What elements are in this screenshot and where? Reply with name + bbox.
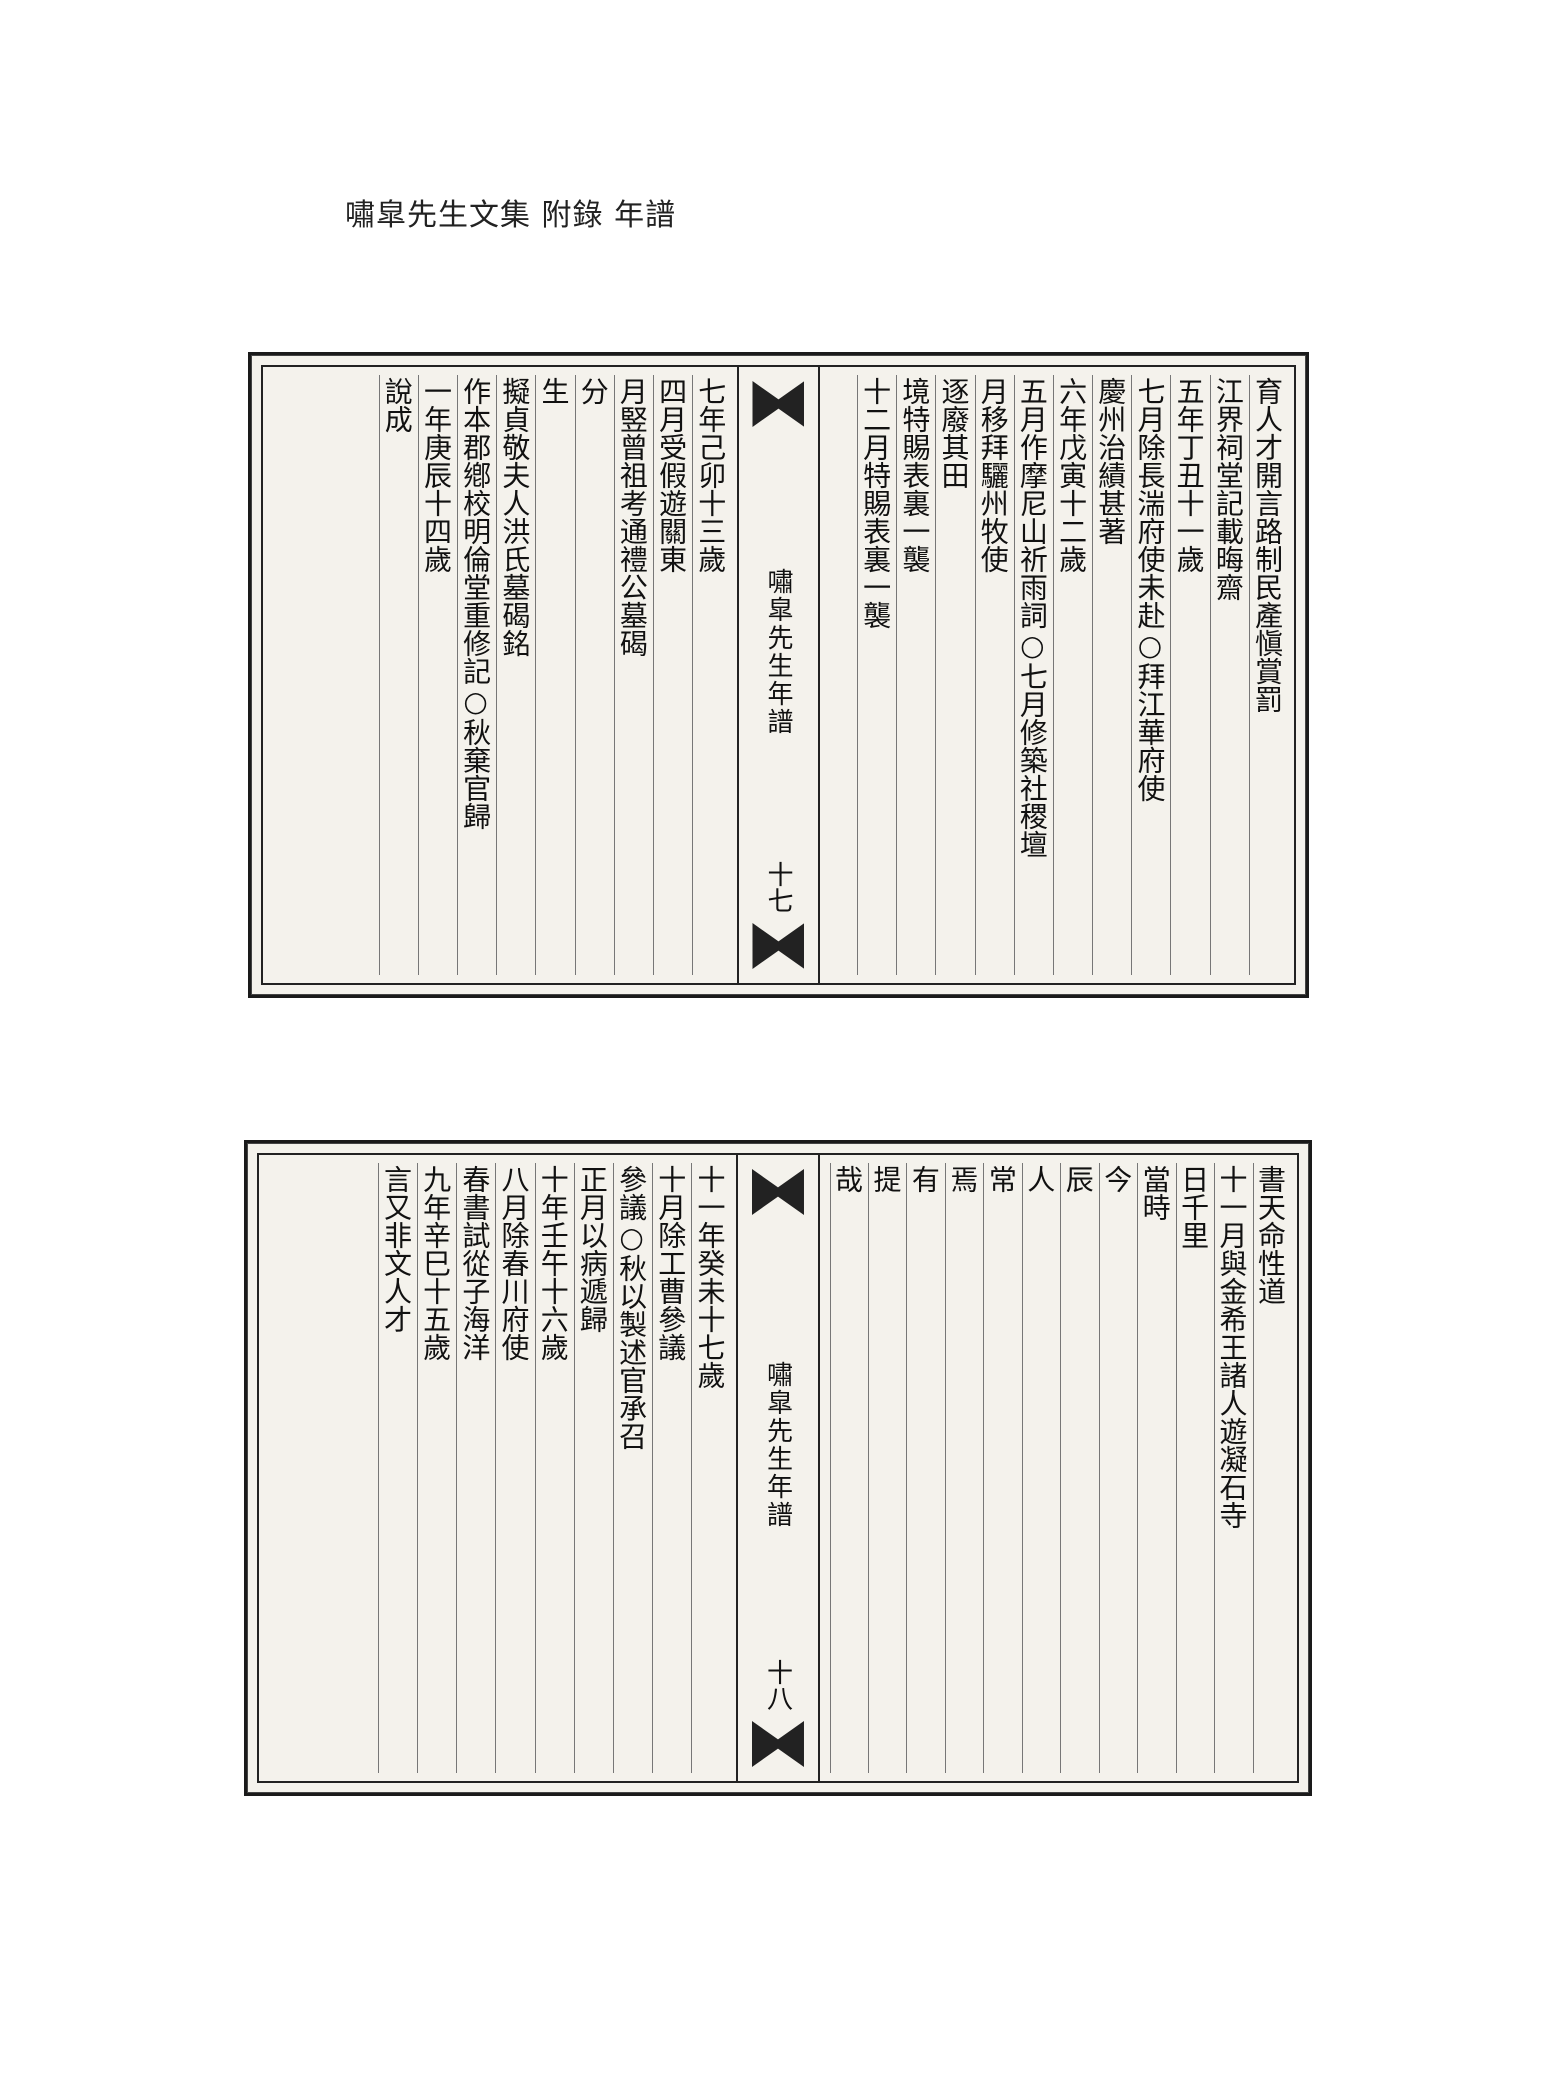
text-column: 月移拜驪州牧使 — [974, 375, 1010, 975]
text-column: 辰 — [1060, 1163, 1095, 1773]
text-column: 書天命性道 — [1252, 1163, 1287, 1773]
text-column: 十年壬午十六歲 — [534, 1163, 570, 1773]
text-column: 十月除工曹參議 — [652, 1163, 687, 1773]
fishtail-ornament-icon — [751, 1169, 804, 1215]
text-column: 十一年癸未十七歲 — [691, 1163, 726, 1773]
text-column: 七年己卯十三歲 — [692, 375, 727, 975]
text-column: 九年辛巳十五歲 — [416, 1163, 452, 1773]
text-column: 春書試從子海洋 — [456, 1163, 491, 1773]
text-column: 慶州治績甚著 — [1092, 375, 1127, 975]
text-column: 參議○秋以製述官承召 — [612, 1163, 648, 1773]
left-half-page: 七年己卯十三歲 四月受假遊關東 月竪曾祖考通禮公墓碣 分 生 擬貞敬夫人洪氏墓碣… — [263, 367, 737, 983]
text-column: 正月以病遞歸 — [573, 1163, 609, 1773]
fishtail-ornament-icon — [751, 1721, 804, 1767]
fishtail-ornament-icon — [752, 381, 805, 427]
text-column: 五月作摩尼山祈雨詞○七月修築社稷壇 — [1013, 375, 1049, 975]
text-column: 四月受假遊關東 — [652, 375, 688, 975]
border-frame: 書天命性道 十一月與金希王諸人遊凝石寺 日千里 當時 今 辰 人 常 焉 有 提… — [257, 1153, 1299, 1783]
text-column: 江界祠堂記載晦齋 — [1209, 375, 1245, 975]
text-column: 言又非文人才 — [377, 1163, 413, 1773]
text-column: 五年丁丑十一歲 — [1170, 375, 1206, 975]
fishtail-ornament-icon — [752, 923, 805, 969]
gutter-title: 嘯皐先生年譜 — [762, 568, 793, 736]
text-column: 七月除長湍府使未赴○拜江華府使 — [1131, 375, 1166, 975]
text-column: 作本郡鄕校明倫堂重修記○秋棄官歸 — [456, 375, 492, 975]
center-gutter: 嘯皐先生年譜 十八 — [736, 1155, 820, 1781]
text-column: 當時 — [1137, 1163, 1172, 1773]
text-column: 哉 — [829, 1163, 864, 1773]
page-header: 嘯皐先生文集 附錄 年譜 — [345, 198, 677, 233]
text-column: 分 — [574, 375, 610, 975]
text-column: 十一月與金希王諸人遊凝石寺 — [1214, 1163, 1249, 1773]
text-column: 今 — [1098, 1163, 1133, 1773]
text-column: 八月除春川府使 — [495, 1163, 531, 1773]
page-number: 十八 — [762, 1659, 793, 1711]
text-column: 一年庚辰十四歲 — [417, 375, 453, 975]
scan-page-top: 育人才開言路制民產愼賞罰 江界祠堂記載晦齋 五年丁丑十一歲 七月除長湍府使未赴○… — [248, 352, 1309, 998]
center-gutter: 嘯皐先生年譜 十七 — [737, 367, 820, 983]
left-half-page: 十一年癸未十七歲 十月除工曹參議 參議○秋以製述官承召 正月以病遞歸 十年壬午十… — [259, 1155, 736, 1781]
text-column: 十二月特賜表裏一襲 — [856, 375, 892, 975]
text-column: 六年戊寅十二歲 — [1052, 375, 1088, 975]
text-column: 常 — [983, 1163, 1018, 1773]
text-column: 焉 — [944, 1163, 979, 1773]
text-column: 日千里 — [1175, 1163, 1210, 1773]
scan-page-bottom: 書天命性道 十一月與金希王諸人遊凝石寺 日千里 當時 今 辰 人 常 焉 有 提… — [244, 1140, 1312, 1796]
right-half-page: 育人才開言路制民產愼賞罰 江界祠堂記載晦齋 五年丁丑十一歲 七月除長湍府使未赴○… — [820, 367, 1294, 983]
text-column: 育人才開言路制民產愼賞罰 — [1248, 375, 1284, 975]
text-column: 月竪曾祖考通禮公墓碣 — [613, 375, 649, 975]
page-number: 十七 — [762, 861, 793, 913]
text-column: 人 — [1021, 1163, 1056, 1773]
text-column: 逐廢其田 — [935, 375, 971, 975]
right-half-page: 書天命性道 十一月與金希王諸人遊凝石寺 日千里 當時 今 辰 人 常 焉 有 提… — [820, 1155, 1297, 1781]
text-column: 生 — [535, 375, 571, 975]
gutter-title: 嘯皐先生年譜 — [762, 1361, 793, 1529]
border-frame: 育人才開言路制民產愼賞罰 江界祠堂記載晦齋 五年丁丑十一歲 七月除長湍府使未赴○… — [261, 365, 1296, 985]
text-column: 提 — [868, 1163, 902, 1773]
text-column: 擬貞敬夫人洪氏墓碣銘 — [496, 375, 531, 975]
text-column: 境特賜表裏一襲 — [896, 375, 931, 975]
text-column: 有 — [906, 1163, 941, 1773]
text-column: 說成 — [378, 375, 414, 975]
